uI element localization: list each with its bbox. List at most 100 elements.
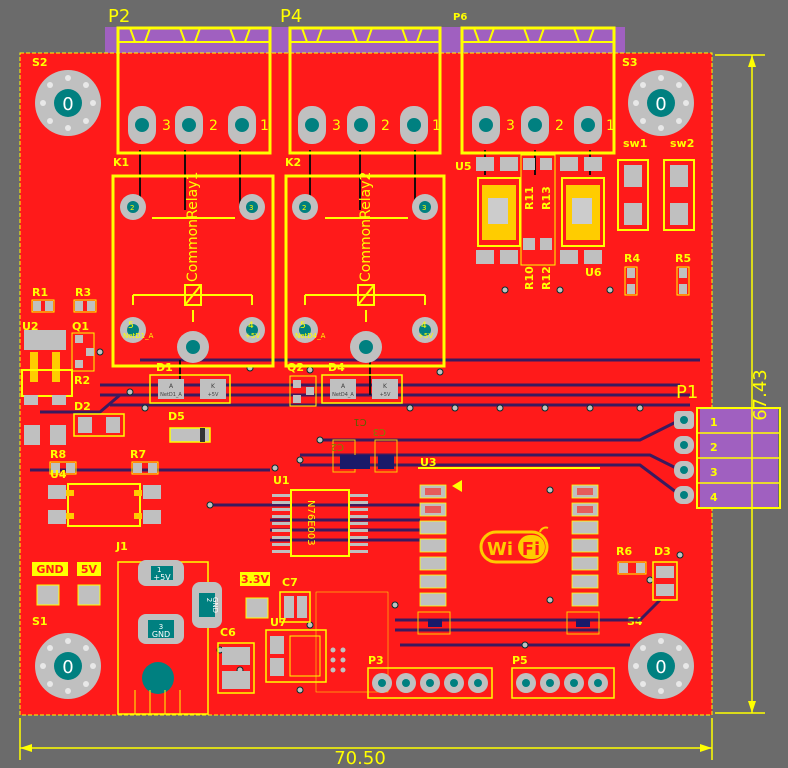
svg-text:1: 1 bbox=[606, 118, 615, 134]
resistor-r3 bbox=[73, 299, 97, 313]
resistor-r4 bbox=[624, 266, 638, 296]
svg-text:+5V: +5V bbox=[153, 573, 171, 582]
svg-text:K: K bbox=[211, 383, 216, 390]
label-gnd-box: GND bbox=[32, 562, 68, 576]
label-r11: R11 bbox=[523, 186, 536, 210]
mcu-u1: N76E003 bbox=[272, 489, 368, 557]
svg-text:NetD4_A: NetD4_A bbox=[295, 332, 326, 340]
label-r3: R3 bbox=[75, 286, 91, 299]
svg-text:3: 3 bbox=[332, 118, 341, 134]
svg-text:2: 2 bbox=[205, 598, 213, 602]
svg-text:+5V: +5V bbox=[418, 332, 433, 340]
resistor-r1 bbox=[31, 299, 55, 313]
label-d3: D3 bbox=[654, 545, 671, 558]
svg-text:3: 3 bbox=[710, 466, 718, 479]
label-r12: R12 bbox=[540, 266, 553, 290]
label-s1: S1 bbox=[32, 615, 48, 628]
label-p4: P4 bbox=[280, 6, 302, 27]
label-p3: P3 bbox=[368, 654, 384, 667]
dimension-height: 67.43 bbox=[715, 54, 771, 714]
label-p5: P5 bbox=[512, 654, 528, 667]
label-u4: U4 bbox=[50, 468, 67, 481]
svg-text:A: A bbox=[169, 383, 174, 390]
terminal-block-p2: 3 2 1 bbox=[116, 26, 272, 155]
label-r4: R4 bbox=[624, 252, 640, 265]
switch-sw1[interactable] bbox=[617, 159, 649, 231]
svg-text:+5V: +5V bbox=[380, 392, 391, 398]
svg-text:5: 5 bbox=[300, 321, 306, 331]
pad-gnd bbox=[36, 584, 60, 606]
label-u6: U6 bbox=[585, 266, 602, 279]
resistor-r8 bbox=[49, 461, 77, 475]
label-r13: R13 bbox=[540, 186, 553, 210]
svg-text:3: 3 bbox=[506, 118, 515, 134]
resistor-r6 bbox=[617, 561, 647, 575]
resistor-r7 bbox=[131, 461, 159, 475]
svg-text:1: 1 bbox=[710, 416, 718, 429]
svg-text:2: 2 bbox=[710, 441, 718, 454]
label-d1: D1 bbox=[156, 361, 173, 374]
svg-text:4: 4 bbox=[710, 491, 718, 504]
header-p1: 1 2 3 4 bbox=[674, 407, 781, 509]
label-u3: U3 bbox=[420, 456, 437, 469]
label-k2: K2 bbox=[285, 156, 301, 169]
svg-text:NetD1_A: NetD1_A bbox=[123, 332, 154, 340]
label-r2: R2 bbox=[74, 374, 90, 387]
label-c6: C6 bbox=[220, 626, 236, 639]
label-5v-box: 5V bbox=[77, 562, 101, 576]
label-r6: R6 bbox=[616, 545, 632, 558]
resistor-array-r10-r13 bbox=[520, 154, 556, 266]
svg-text:3.3V: 3.3V bbox=[241, 573, 269, 586]
capacitor-group-c1-c3: C1 C2 C3 bbox=[331, 416, 398, 473]
svg-text:+5V: +5V bbox=[245, 332, 260, 340]
svg-text:2: 2 bbox=[209, 118, 218, 134]
switch-sw2[interactable] bbox=[663, 159, 695, 231]
label-d4: D4 bbox=[328, 361, 345, 374]
label-u1: U1 bbox=[273, 474, 290, 487]
svg-text:4: 4 bbox=[421, 321, 427, 331]
svg-text:K: K bbox=[383, 383, 388, 390]
regulator-u2-tab bbox=[24, 425, 66, 445]
terminal-block-p6: 3 2 1 bbox=[460, 26, 616, 155]
header-p5 bbox=[511, 667, 615, 699]
optocoupler-u4 bbox=[48, 483, 161, 527]
resistor-r5 bbox=[676, 266, 690, 296]
svg-text:GND: GND bbox=[152, 630, 170, 639]
svg-text:2: 2 bbox=[302, 204, 306, 212]
relay-k2: CommonRelay2 5 4 NetD4_A +5V 2 3 bbox=[284, 172, 446, 368]
diode-d1: A NetD1_A K +5V bbox=[149, 374, 231, 404]
svg-text:0: 0 bbox=[62, 657, 73, 678]
label-q2: Q2 bbox=[287, 361, 304, 374]
svg-text:Fi: Fi bbox=[522, 539, 540, 560]
mounting-hole-s3: 0 bbox=[628, 70, 694, 136]
svg-text:GND: GND bbox=[211, 597, 219, 613]
dimension-width: 70.50 bbox=[19, 718, 713, 768]
svg-text:2: 2 bbox=[381, 118, 390, 134]
label-p2: P2 bbox=[108, 6, 130, 27]
transistor-q1 bbox=[71, 332, 95, 372]
svg-text:1: 1 bbox=[260, 118, 269, 134]
label-p1: P1 bbox=[676, 382, 698, 403]
label-q1: Q1 bbox=[72, 320, 89, 333]
label-k1: K1 bbox=[113, 156, 129, 169]
terminal-block-p4: 3 2 1 bbox=[288, 26, 442, 155]
diode-d5 bbox=[169, 427, 211, 443]
svg-text:Wi: Wi bbox=[487, 539, 513, 560]
label-s3: S3 bbox=[622, 56, 638, 69]
diode-d3 bbox=[652, 561, 678, 601]
label-j1: J1 bbox=[115, 540, 128, 553]
svg-text:CommonRelay1: CommonRelay1 bbox=[185, 172, 201, 282]
svg-text:5: 5 bbox=[128, 321, 134, 331]
label-u2: U2 bbox=[22, 320, 39, 333]
svg-text:C1: C1 bbox=[353, 416, 366, 427]
svg-text:+5V: +5V bbox=[208, 392, 219, 398]
svg-text:2: 2 bbox=[130, 204, 134, 212]
svg-text:CommonRelay2: CommonRelay2 bbox=[358, 172, 374, 282]
pad-3v3 bbox=[245, 597, 269, 619]
label-p6: P6 bbox=[453, 12, 467, 23]
label-u5: U5 bbox=[455, 160, 472, 173]
dimension-width-label: 70.50 bbox=[334, 748, 386, 768]
svg-text:1: 1 bbox=[432, 118, 441, 134]
label-c7: C7 bbox=[282, 576, 298, 589]
